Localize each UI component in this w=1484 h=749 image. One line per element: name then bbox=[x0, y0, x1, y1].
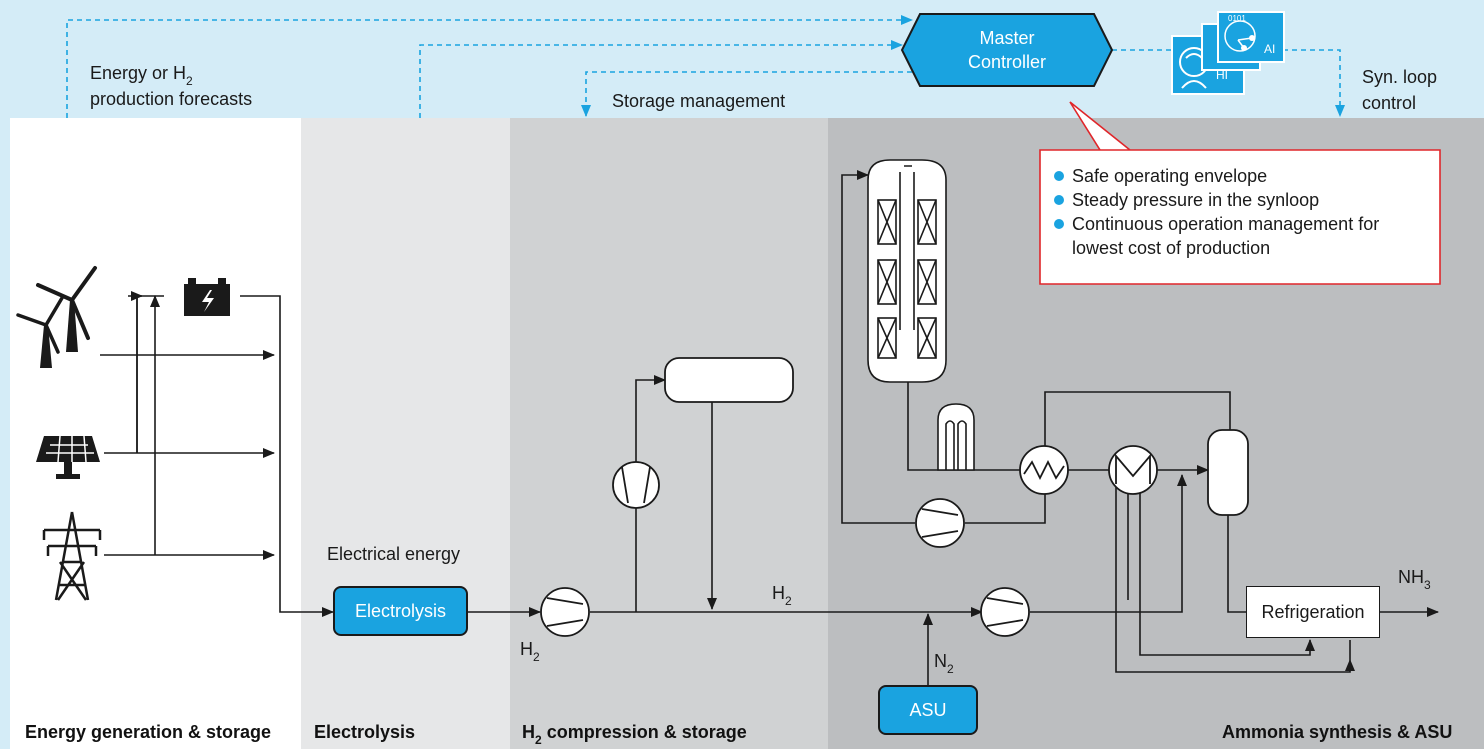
section-ammonia-title: Ammonia synthesis & ASU bbox=[1222, 722, 1453, 742]
callout-box bbox=[1039, 101, 1441, 285]
heat-exchanger-icon bbox=[1019, 445, 1158, 495]
synloop-control-label: Syn. loop bbox=[1362, 67, 1438, 87]
electrical-energy-label: Electrical energy bbox=[327, 544, 461, 564]
master-controller: Master Controller bbox=[902, 14, 1112, 86]
section-compression-title: H2 compression & storage bbox=[522, 722, 747, 747]
hi-label: HI bbox=[1216, 68, 1228, 82]
boiler-icon bbox=[937, 403, 975, 471]
reactor-icon bbox=[867, 159, 947, 383]
asu-box: ASU bbox=[878, 685, 978, 735]
section-energy-title: Energy generation & storage bbox=[25, 722, 272, 742]
zone-electrolysis bbox=[301, 118, 510, 749]
zone-compression bbox=[510, 118, 828, 749]
battery-icon bbox=[184, 278, 230, 316]
separator-icon bbox=[1207, 429, 1249, 516]
forecasts-label-line2: production forecasts bbox=[90, 89, 253, 109]
n2-label: N2 bbox=[934, 651, 954, 676]
callout-list: Safe operating envelope Steady pressure … bbox=[1052, 164, 1379, 260]
section-electrolysis-title: Electrolysis bbox=[314, 722, 416, 742]
synloop-lines bbox=[841, 170, 1439, 673]
master-controller-line1: Master bbox=[979, 28, 1035, 48]
h2-output-label: H2 bbox=[520, 639, 540, 664]
callout-item: Continuous operation management for bbox=[1052, 212, 1379, 236]
hydrogen-flow-lines bbox=[468, 375, 1187, 685]
nh3-label: NH3 bbox=[1398, 567, 1431, 592]
wind-turbine-icon bbox=[16, 266, 97, 368]
synloop-control-label-line2: control bbox=[1362, 93, 1417, 113]
binary-label: 0101 bbox=[1228, 14, 1246, 23]
artificial-intelligence-icon bbox=[1201, 11, 1285, 71]
callout-item-continued: lowest cost of production bbox=[1072, 238, 1271, 258]
refrigeration-box: Refrigeration bbox=[1246, 586, 1380, 638]
master-controller-shape bbox=[900, 13, 1114, 87]
callout-item: Safe operating envelope bbox=[1052, 164, 1379, 188]
storage-tank-icon bbox=[664, 357, 794, 403]
master-controller-line2: Controller bbox=[967, 52, 1047, 72]
energy-flow-lines bbox=[100, 291, 334, 617]
solar-panel-icon bbox=[36, 435, 100, 479]
compressor-icon bbox=[540, 461, 1030, 637]
ai-label: AI bbox=[1264, 42, 1276, 56]
storage-management-label: Storage management bbox=[612, 91, 786, 111]
electrolysis-box: Electrolysis bbox=[333, 586, 468, 636]
power-pylon-icon bbox=[42, 511, 102, 601]
callout-item: Steady pressure in the synloop bbox=[1052, 188, 1379, 212]
forecasts-label: Energy or H2 bbox=[90, 63, 193, 88]
h2-main-label: H2 bbox=[772, 583, 792, 608]
control-signal-lines bbox=[66, 15, 1345, 118]
